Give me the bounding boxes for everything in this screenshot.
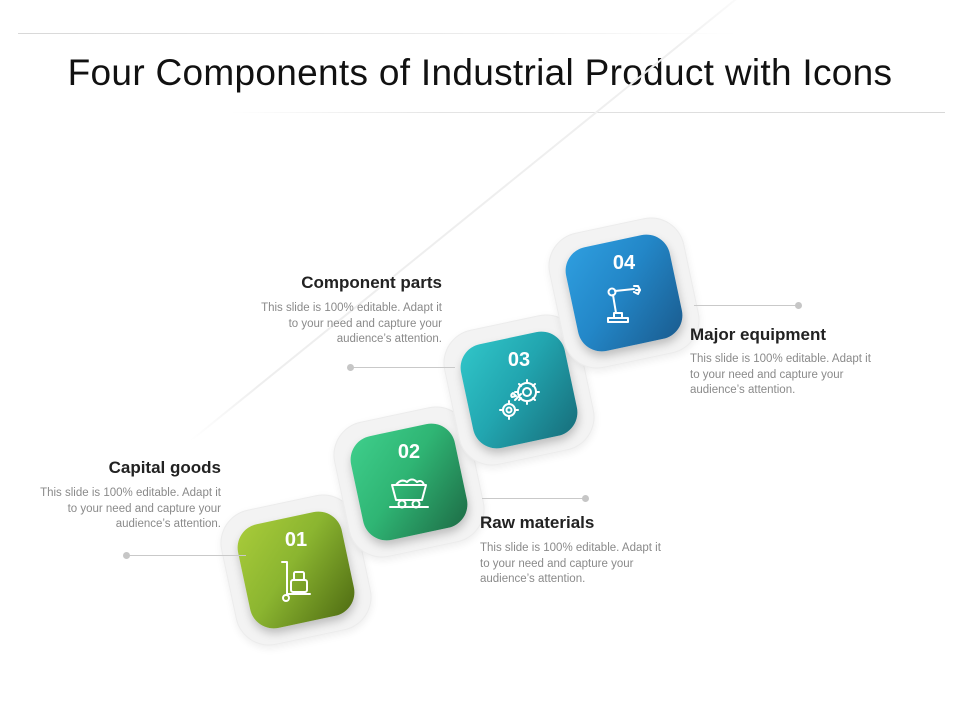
step-01: 01 [214, 488, 378, 652]
step-description-01: This slide is 100% editable. Adapt it to… [40, 487, 221, 530]
robotic-arm-icon [607, 285, 641, 323]
step-02: 02 [327, 400, 491, 564]
connector-line-03 [350, 367, 455, 368]
step-description-03: This slide is 100% editable. Adapt it to… [261, 302, 442, 345]
step-number: 02 [397, 441, 421, 463]
connector-dot-03 [346, 363, 354, 371]
step-label-04: Major equipment [690, 325, 827, 344]
connector-dot-01 [122, 551, 130, 559]
hand-truck-icon [281, 561, 311, 602]
gears-wrench-icon [499, 379, 540, 420]
connector-dot-02 [581, 494, 589, 502]
step-number: 03 [507, 349, 531, 371]
step-description-02: This slide is 100% editable. Adapt it to… [480, 542, 661, 585]
connector-line-01 [126, 555, 246, 556]
mine-cart-icon [389, 478, 429, 509]
step-04: 04 [542, 211, 706, 375]
slide-title: Four Components of Industrial Product wi… [67, 52, 893, 93]
title-divider [230, 112, 945, 113]
connector-dot-04 [794, 301, 802, 309]
step-label-02: Raw materials [480, 513, 595, 532]
top-divider [18, 33, 738, 34]
connector-line-04 [694, 305, 798, 306]
step-03: 03 [437, 308, 601, 472]
step-label-03: Component parts [301, 273, 442, 292]
connector-line-02 [482, 498, 585, 499]
step-description-04: This slide is 100% editable. Adapt it to… [690, 353, 871, 396]
step-number: 01 [284, 529, 308, 551]
step-number: 04 [612, 252, 636, 274]
step-label-01: Capital goods [108, 458, 221, 477]
